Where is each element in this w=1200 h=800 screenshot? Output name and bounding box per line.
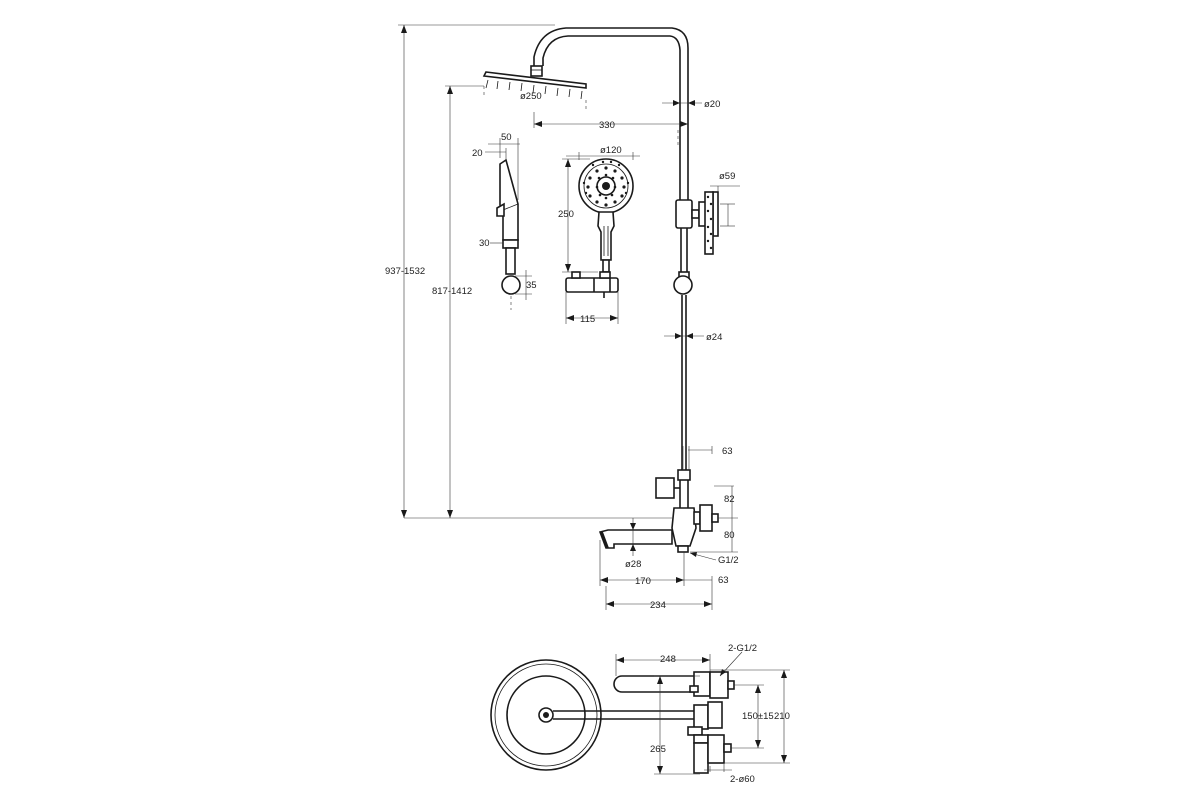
holder-width-label: 115 <box>580 314 595 325</box>
hand-shower-front-view <box>578 158 634 273</box>
hand-base-label: 35 <box>526 280 537 291</box>
spout <box>598 529 673 549</box>
mixer-offset-label: 63 <box>722 446 733 457</box>
plan-overhead-head <box>490 659 602 771</box>
bracket-diameter-dimension <box>710 185 740 227</box>
height-adjust-knob <box>673 271 693 295</box>
mixer-body <box>655 469 719 553</box>
plan-escutcheons-dimension <box>704 764 732 772</box>
head-height-label: 817-1412 <box>432 286 472 297</box>
spout-length-label: 170 <box>635 576 651 587</box>
total-height-label: 937-1532 <box>385 266 425 277</box>
spout-diameter-dimension <box>630 518 636 556</box>
pipe-lower-diameter-dimension <box>664 333 704 339</box>
plan-length-label: 248 <box>660 654 676 665</box>
arm-reach-label: 330 <box>599 120 615 131</box>
spout-offset-label: 63 <box>718 575 729 586</box>
hand-width-label: 50 <box>501 132 512 143</box>
handshower-length-label: 250 <box>558 209 574 220</box>
plan-connections-label: 2-G1/2 <box>728 643 757 654</box>
connection-leader <box>689 552 717 561</box>
plan-escutcheons-label: 2-ø60 <box>730 774 755 785</box>
mixer-offset-dimension <box>682 446 713 470</box>
plan-mixer <box>687 671 735 774</box>
spout-length-dimension <box>599 540 713 586</box>
head-diameter-label: ø250 <box>520 91 542 102</box>
handshower-diameter-dimension <box>566 152 640 160</box>
pipe-top-diameter-label: ø20 <box>704 99 720 110</box>
plan-depth-dimension <box>654 675 700 775</box>
plan-length-dimension <box>615 654 711 676</box>
hand-shower-holder <box>565 271 619 298</box>
plan-centers-dimension <box>731 684 764 749</box>
shower-riser <box>533 27 689 470</box>
mixer-height-2-label: 80 <box>724 530 735 541</box>
hand-base-dimension <box>515 270 532 300</box>
mixer-height-1-label: 82 <box>724 494 735 505</box>
handshower-length-dimension <box>562 158 598 273</box>
plan-shower-arm <box>553 710 696 720</box>
hand-side-dimension <box>485 148 507 160</box>
spout-total-dimension <box>605 584 713 610</box>
plan-centers-label: 150±15 <box>742 711 774 722</box>
spout-diameter-label: ø28 <box>625 559 641 570</box>
spout-total-label: 234 <box>650 600 666 611</box>
hand-shower-side-view <box>496 158 521 310</box>
hand-width-dimension <box>488 138 520 200</box>
pipe-lower-diameter-label: ø24 <box>706 332 722 343</box>
plan-connections-leader <box>719 651 743 677</box>
plan-spout <box>613 675 697 693</box>
head-height-dimension <box>445 85 484 518</box>
pipe-top-diameter-dimension <box>662 100 702 106</box>
plan-height-label: 210 <box>774 711 790 722</box>
total-height-dimension <box>398 24 555 518</box>
arm-reach-dimension <box>533 112 688 128</box>
plan-depth-label: 265 <box>650 744 666 755</box>
overhead-shower-head <box>482 65 587 110</box>
bracket-diameter-label: ø59 <box>719 171 735 182</box>
slide-bracket <box>675 191 719 255</box>
mixer-height-dimension <box>690 485 738 553</box>
handshower-diameter-label: ø120 <box>600 145 622 156</box>
holder-width-dimension <box>565 292 619 324</box>
connection-label: G1/2 <box>718 555 739 566</box>
spray-nozzles <box>582 160 630 207</box>
hand-grip-label: 30 <box>479 238 490 249</box>
plan-height-dimension <box>710 669 790 764</box>
hand-side-label: 20 <box>472 148 483 159</box>
